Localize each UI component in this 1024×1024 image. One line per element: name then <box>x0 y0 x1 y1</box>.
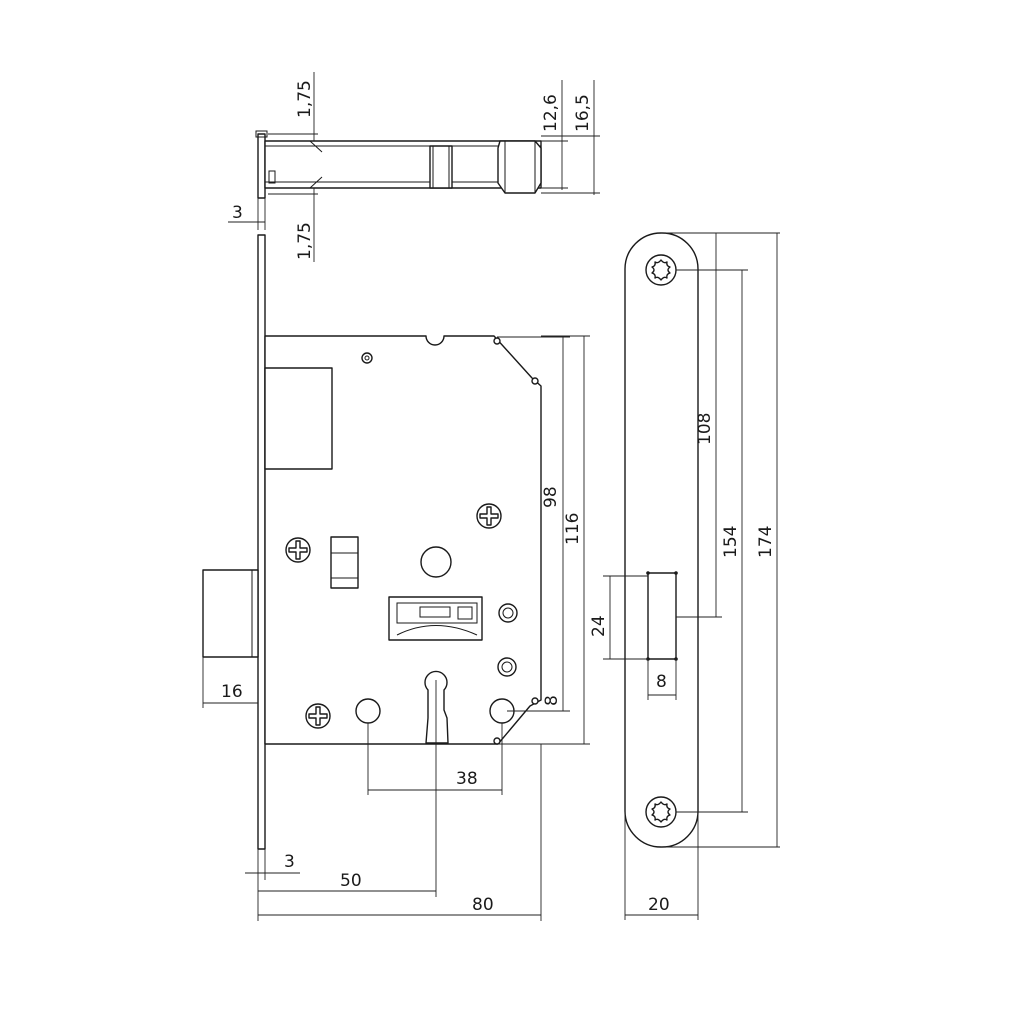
top-spindle <box>429 145 453 189</box>
dim-label-20: 20 <box>648 895 670 915</box>
corner-rivet <box>531 697 539 705</box>
opening-corner <box>674 571 678 575</box>
dim-label-3-bottom: 3 <box>284 852 295 872</box>
torx-screw-icon <box>645 796 677 828</box>
dim-label-50: 50 <box>340 871 362 891</box>
dim-label-8-strike: 8 <box>656 672 667 692</box>
top-faceplate-cap <box>255 130 268 138</box>
dim-label-1-75-top: 1,75 <box>295 80 315 118</box>
rivet-small-top <box>361 352 373 364</box>
top-case-body <box>264 140 542 189</box>
dim-label-1-75-bottom: 1,75 <box>295 222 315 260</box>
torx-screw-icon <box>645 254 677 286</box>
phillips-screw-icon <box>285 537 311 563</box>
dim-label-16: 16 <box>221 682 243 702</box>
pin-right-lower <box>497 657 517 677</box>
dim-label-16-5: 16,5 <box>573 94 593 132</box>
bolt-mechanism-inner <box>457 606 473 620</box>
keyhole <box>424 670 449 744</box>
deadbolt <box>264 367 333 470</box>
strike-plate <box>624 232 699 848</box>
lock-case <box>264 335 542 745</box>
strike-plate-view: 24 8 108 154 174 20 <box>589 232 780 920</box>
strike-latch-opening <box>647 572 677 660</box>
dim-label-80: 80 <box>472 895 494 915</box>
pin-right-upper-inner <box>502 607 514 619</box>
dim-label-3-top: 3 <box>232 203 243 223</box>
pin-right-upper <box>498 603 518 623</box>
front-view: 16 98 116 8 38 3 50 80 <box>202 234 590 921</box>
top-latch-tab <box>268 170 276 184</box>
corner-rivet <box>531 377 539 385</box>
dim-label-8-side: 8 <box>542 695 562 706</box>
top-faceplate <box>257 133 266 199</box>
dim-label-24: 24 <box>589 615 609 637</box>
spindle-hole <box>420 546 452 578</box>
opening-corner <box>646 571 650 575</box>
corner-rivet <box>493 337 501 345</box>
top-case-chamfer <box>309 176 323 189</box>
rivet-small-top-inner <box>364 355 370 361</box>
phillips-screw-icon <box>476 503 502 529</box>
phillips-screw-icon <box>305 703 331 729</box>
fixing-hole-left <box>355 698 381 724</box>
dim-label-38: 38 <box>456 769 478 789</box>
top-view: 1,75 1,75 3 12,6 16,5 <box>228 72 600 262</box>
dim-label-116: 116 <box>563 513 583 545</box>
dim-label-174: 174 <box>756 526 776 558</box>
dim-label-12-6: 12,6 <box>541 94 561 132</box>
dim-label-98: 98 <box>541 486 561 508</box>
latch-bolt <box>202 569 259 658</box>
pin-right-lower-inner <box>501 661 513 673</box>
bolt-mechanism-inner <box>419 606 451 618</box>
corner-rivet <box>493 737 501 745</box>
bolt-mechanism-slot <box>396 602 478 624</box>
faceplate <box>257 234 266 850</box>
latch-lever <box>330 536 359 589</box>
top-case-chamfer <box>309 140 323 153</box>
bolt-mechanism-arc <box>396 625 478 636</box>
dim-label-154: 154 <box>721 526 741 558</box>
dim-label-108: 108 <box>695 413 715 445</box>
